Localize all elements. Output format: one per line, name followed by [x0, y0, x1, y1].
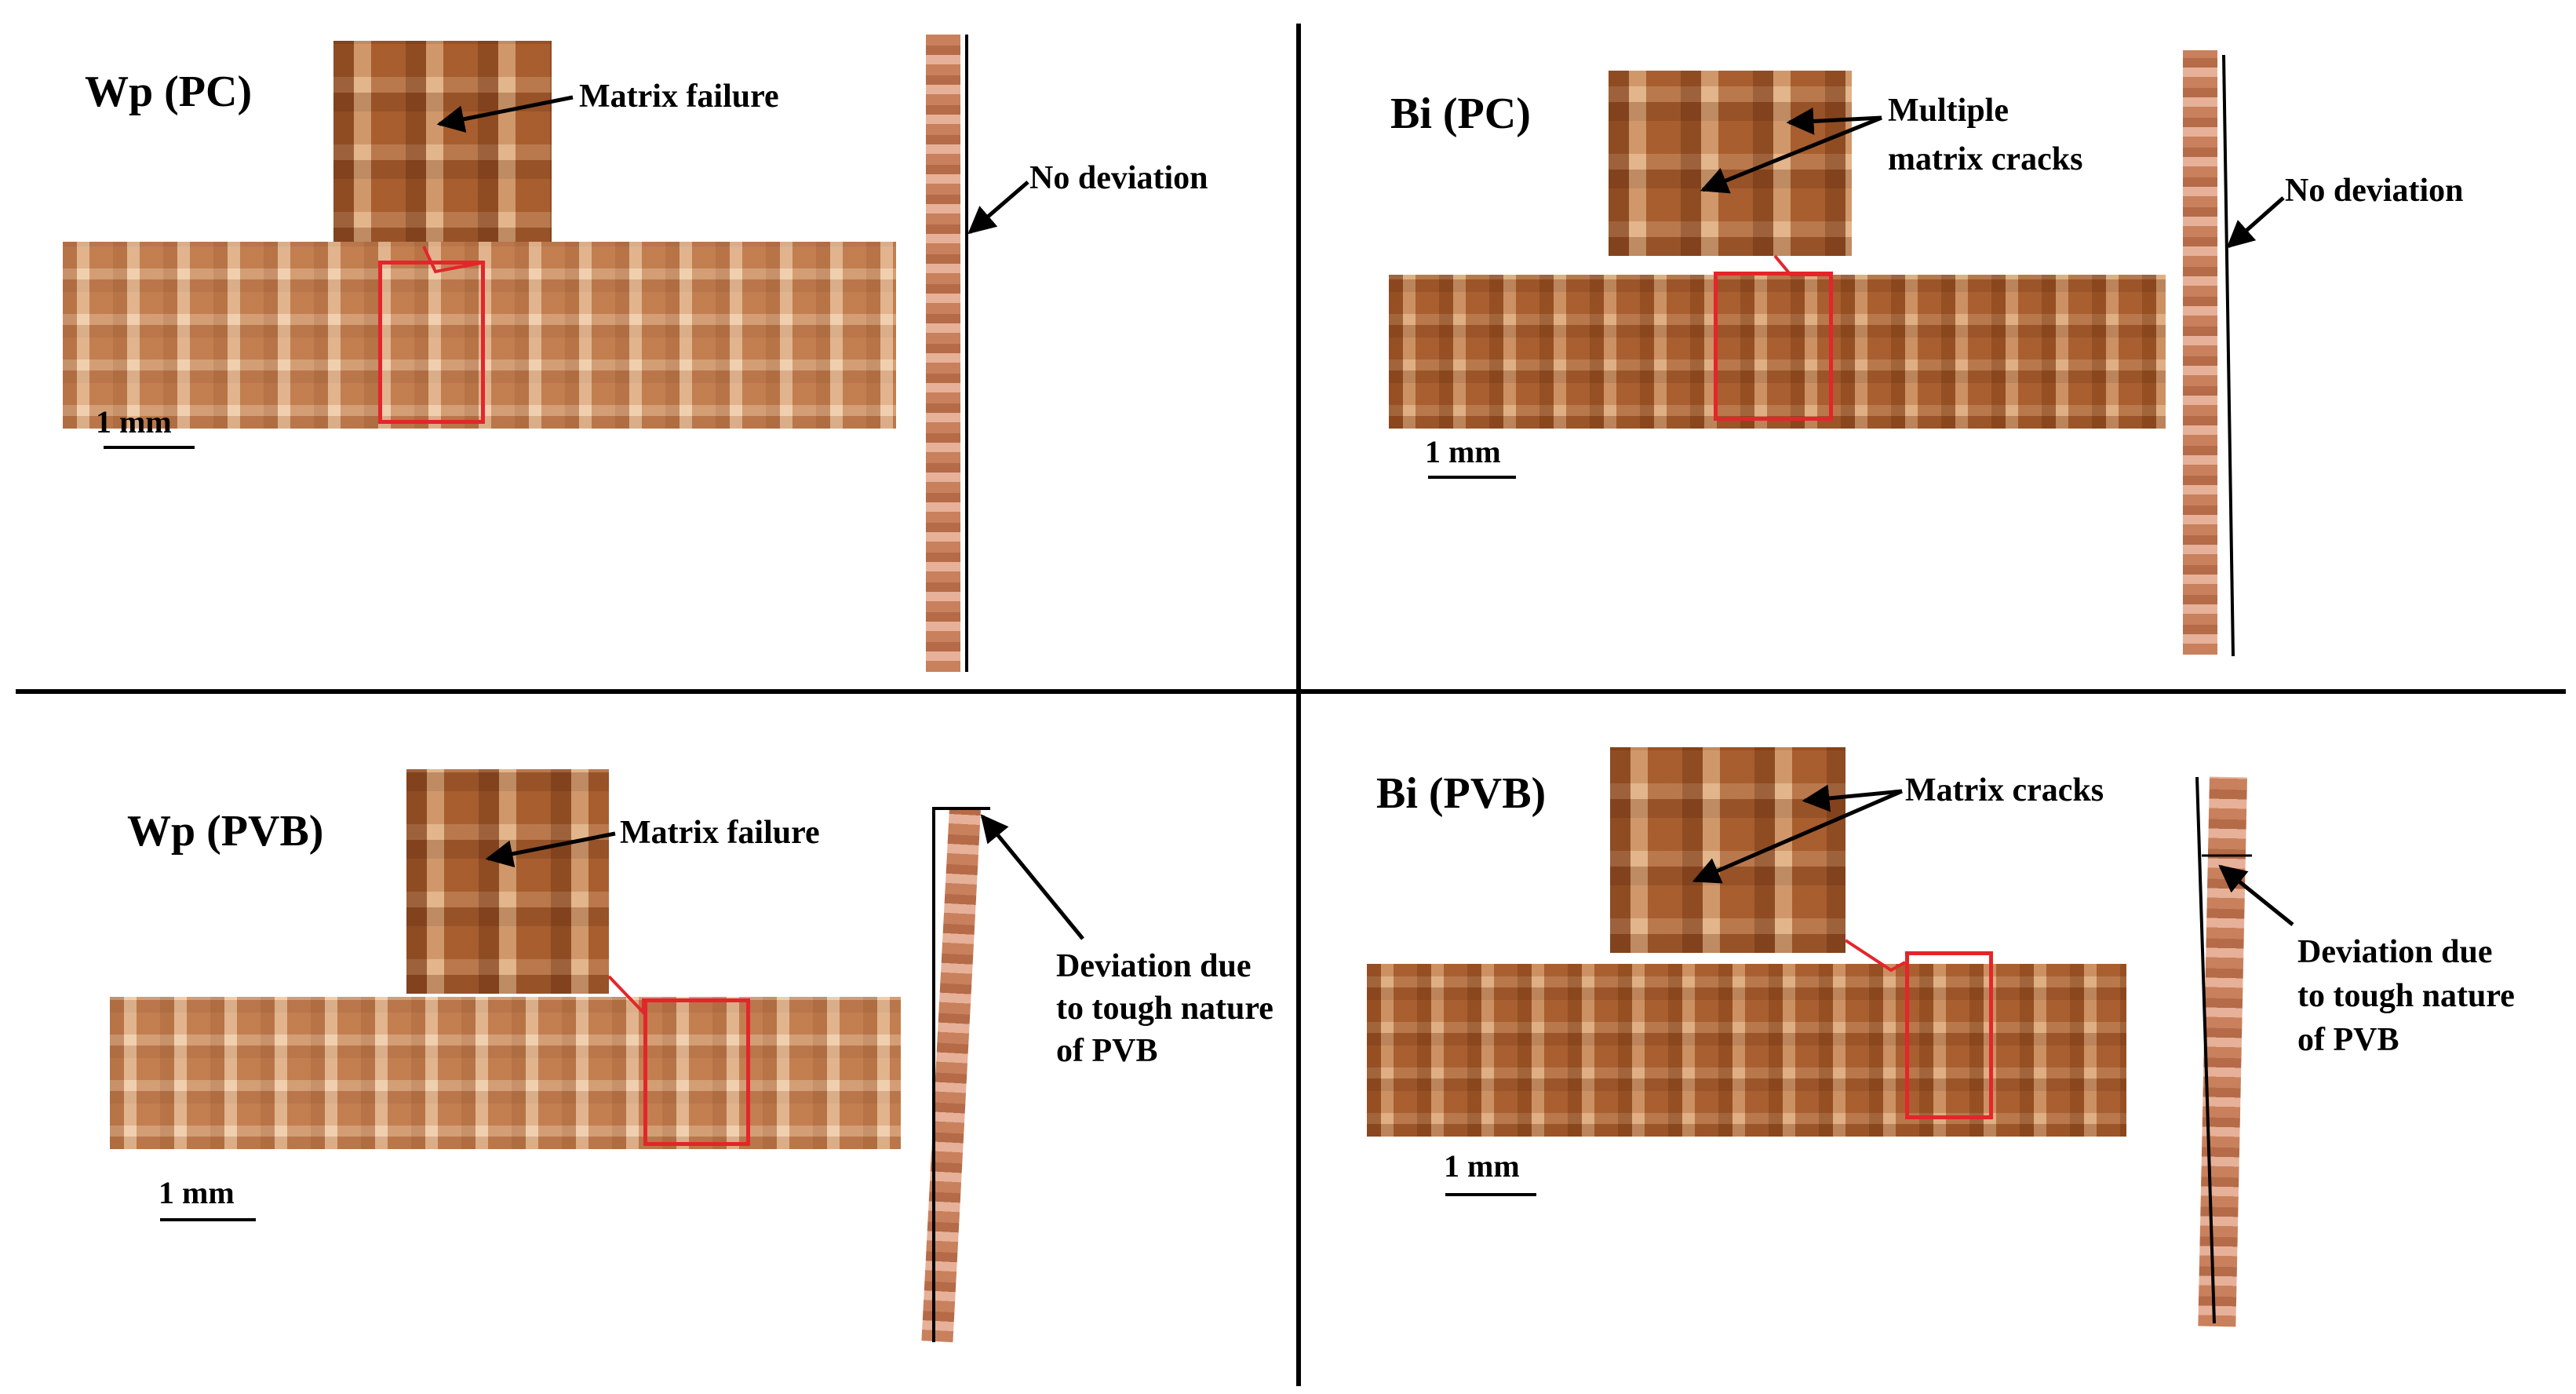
side-view-image	[2183, 50, 2217, 655]
panel-title: Bi (PVB)	[1376, 769, 1547, 818]
arrow	[2218, 864, 2294, 926]
arrow	[980, 814, 1084, 940]
side-annotation-line3: of PVB	[1056, 1033, 1158, 1069]
scale-label: 1 mm	[1425, 434, 1501, 469]
panel-title: Wp (PC)	[85, 68, 253, 116]
panel-title: Wp (PVB)	[127, 807, 324, 856]
connector-line	[1844, 939, 1906, 973]
reference-line	[932, 807, 990, 1342]
scale-label: 1 mm	[158, 1175, 235, 1210]
zoom-annotation-line1: Multiple	[1888, 93, 2009, 129]
scale-label: 1 mm	[1444, 1148, 1520, 1184]
specimen-image	[63, 242, 896, 429]
reference-line	[2222, 54, 2235, 657]
zoom-annotation: Matrix failure	[579, 78, 779, 115]
horizontal-divider	[16, 689, 2566, 694]
highlight-box	[1714, 272, 1833, 421]
scale-bar	[1445, 1193, 1536, 1196]
vertical-divider	[1296, 24, 1301, 1386]
arrow	[2226, 196, 2285, 249]
zoom-annotation: Matrix failure	[620, 815, 820, 851]
specimen-image	[1367, 964, 2126, 1137]
connector-line	[1773, 254, 1833, 276]
arrow	[436, 95, 574, 133]
side-annotation-line2: to tough nature	[2297, 978, 2515, 1014]
panel-title: Bi (PC)	[1390, 89, 1531, 138]
arrow	[1692, 789, 1903, 884]
side-annotation: No deviation	[1029, 160, 1208, 196]
side-annotation-line1: Deviation due	[1056, 948, 1252, 984]
arrow	[1786, 107, 1882, 135]
zoom-image	[1609, 71, 1852, 256]
arrow	[967, 181, 1029, 235]
highlight-box	[643, 998, 750, 1146]
connector-line	[422, 246, 486, 274]
side-annotation-line1: Deviation due	[2297, 934, 2493, 970]
arrow	[1802, 784, 1903, 812]
zoom-image	[406, 769, 609, 994]
zoom-image	[1610, 747, 1845, 953]
scale-bar	[104, 446, 195, 449]
connector-line	[607, 975, 645, 1016]
side-annotation: No deviation	[2285, 173, 2464, 209]
zoom-annotation: Matrix cracks	[1905, 772, 2104, 808]
arrow	[1700, 115, 1882, 194]
scale-bar	[1428, 476, 1516, 479]
specimen-image	[110, 997, 901, 1149]
scale-bar	[160, 1218, 256, 1221]
side-annotation-line3: of PVB	[2297, 1022, 2399, 1058]
specimen-image	[1389, 275, 2166, 429]
scale-label: 1 mm	[96, 404, 172, 440]
zoom-image	[333, 41, 552, 246]
arrow	[485, 831, 616, 868]
side-view-image	[926, 35, 960, 672]
highlight-box	[1905, 951, 1993, 1119]
side-annotation-line2: to tough nature	[1056, 991, 1273, 1027]
zoom-annotation-line2: matrix cracks	[1888, 141, 2083, 177]
reference-line	[2195, 776, 2216, 1324]
